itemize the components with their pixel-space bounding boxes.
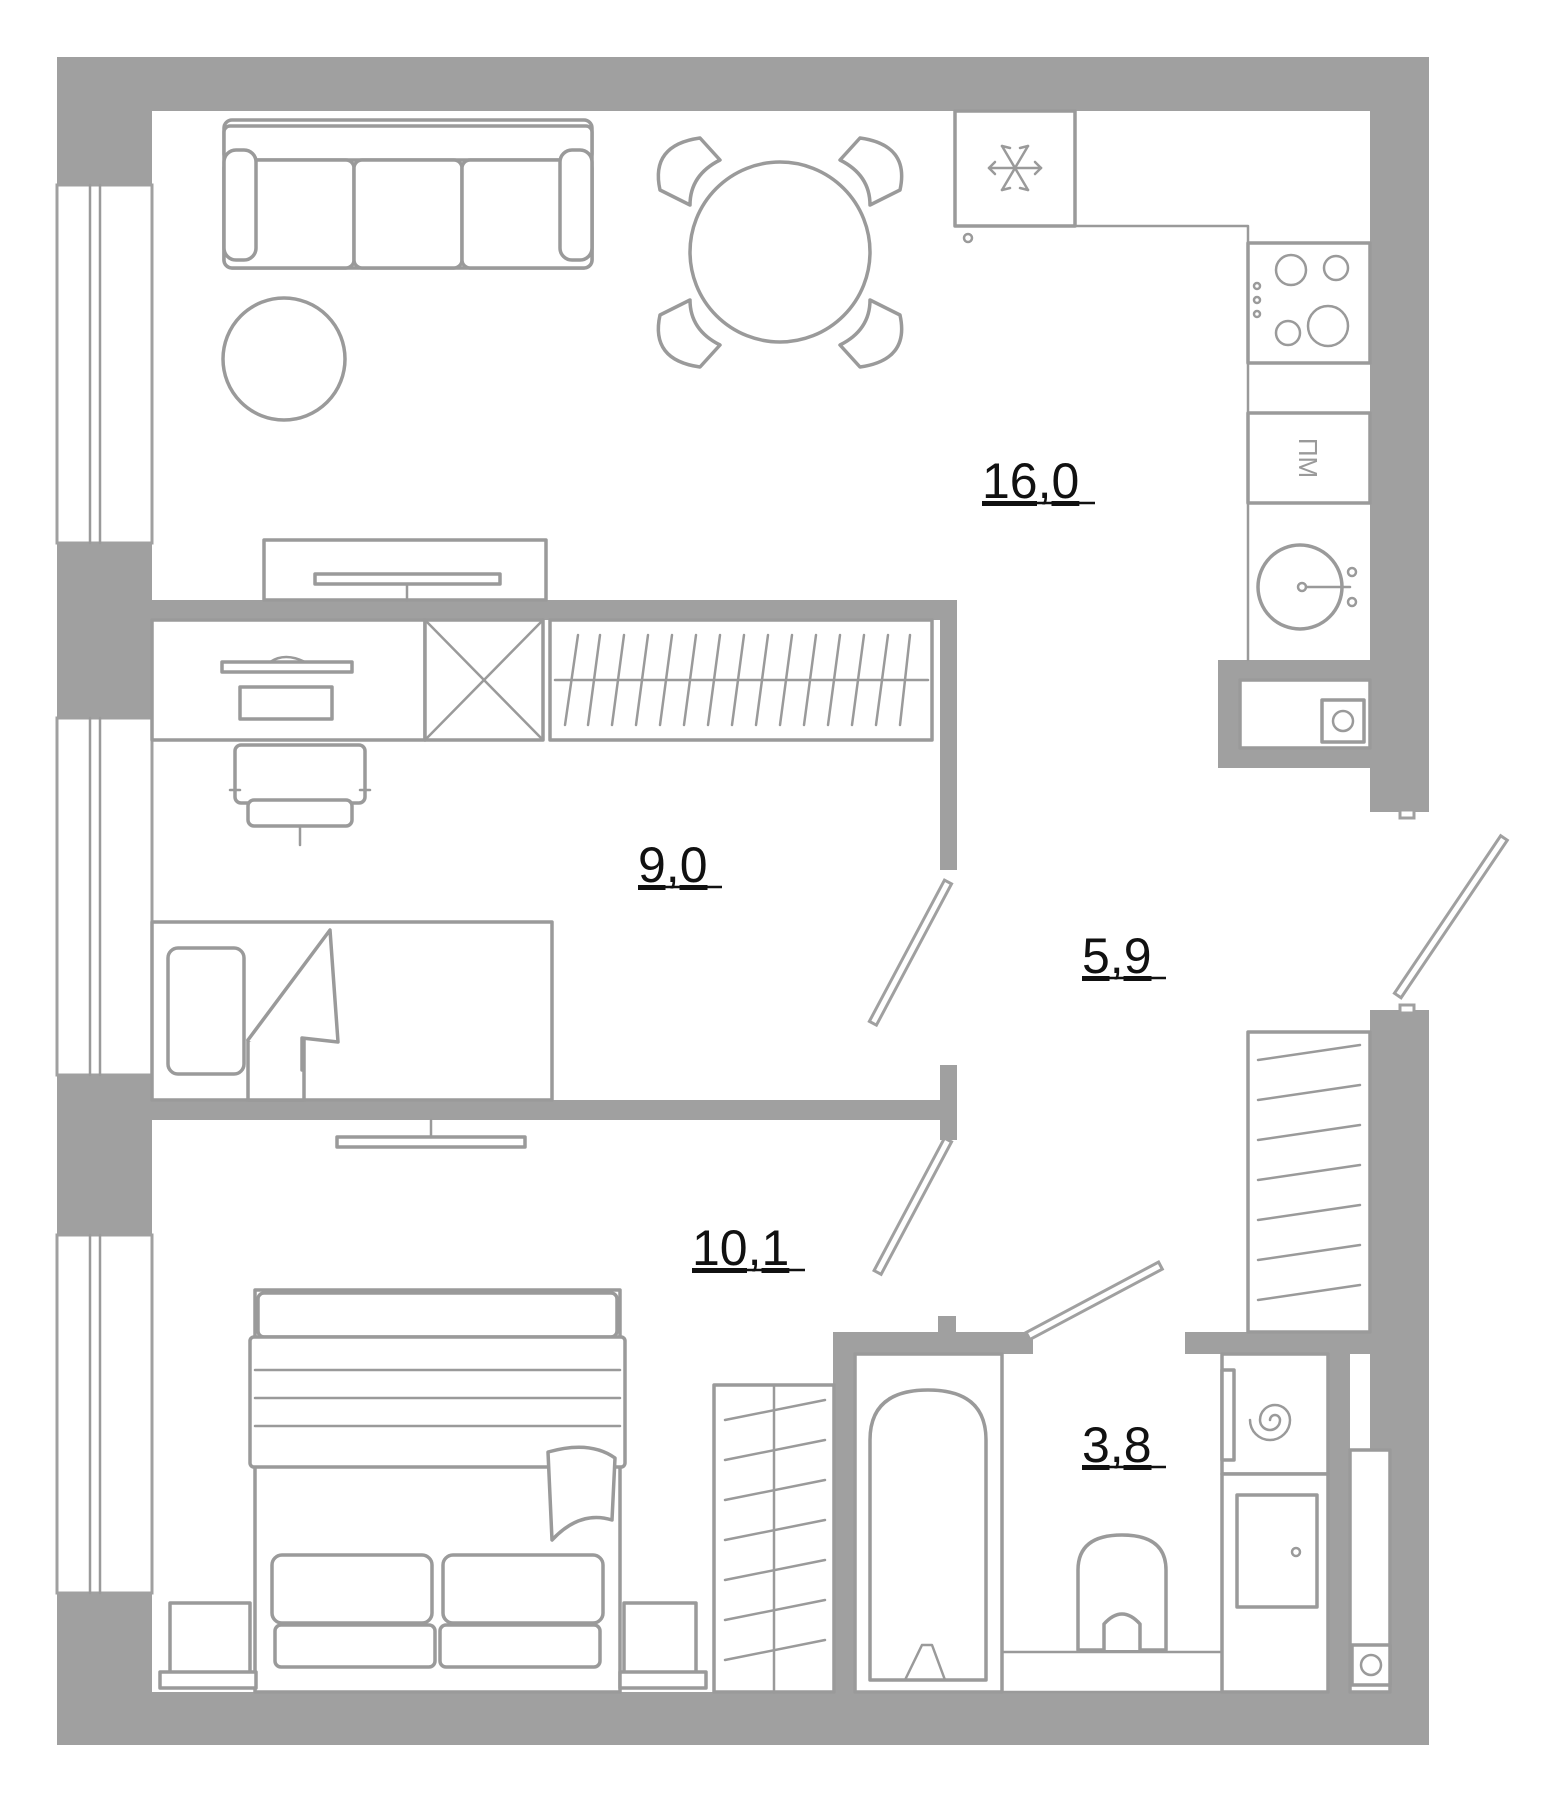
area-labels: 16,0 9,0 5,9 10,1 3,8 [638,453,1152,1473]
wall-left-pier-3 [57,1075,152,1235]
door-small-bedroom [867,878,954,1028]
nightstand-right [618,1601,708,1690]
wall-between-bedrooms [152,1100,957,1120]
desk-chair [228,743,372,847]
desk [150,618,427,742]
wardrobe-bedroom [712,1383,836,1694]
bathtub [853,1352,1004,1694]
wall-niche-bottom [1218,748,1370,768]
wall-bath-door-stub [938,1316,956,1332]
sink [1256,543,1358,631]
wall-niche-top [1218,660,1370,680]
wardrobe-hallway [1246,1030,1372,1334]
dishwasher-label: ПМ [1293,438,1323,478]
tv-stand [262,538,548,602]
wall-bath-top-left [833,1332,1033,1354]
dishwasher [1246,411,1372,505]
bath-vent [880,1705,1015,1719]
hallway-furniture [1246,1030,1372,1334]
storage-box [423,618,545,742]
interior-walls [152,600,1370,1692]
wall-bath-right-col [1328,1354,1350,1692]
wall-left-pier-2 [57,543,152,718]
area-label-bathroom: 3,8 [1082,1417,1152,1473]
area-label-living-kitchen: 16,0 [982,453,1079,509]
washing-machine-cabinet [1220,1472,1330,1694]
door-bathroom [1024,1260,1165,1342]
wall-bath-top-right [1185,1332,1370,1354]
dining-table [688,160,872,344]
window-1 [55,183,154,545]
door-large-bedroom [872,1136,954,1277]
wall-left-pier-4 [57,1593,152,1745]
snowflake-icon [987,144,1043,192]
fridge [953,109,1077,244]
double-bed [248,1288,627,1694]
large-bedroom-furniture [158,1118,836,1694]
area-label-bedroom-small: 9,0 [638,837,708,893]
wall-right-upper [1370,57,1429,812]
keyboard [238,685,334,721]
utility-column [1348,1448,1392,1694]
wall-bedroom-hall-upper [940,600,957,870]
door-entrance [1392,833,1510,1000]
wall-niche-left [1218,660,1240,768]
living-kitchen-furniture: ПМ [221,109,1372,750]
doors [867,808,1510,1719]
small-bedroom-furniture [150,618,934,1102]
wall-left-pier-1 [57,57,152,185]
window-2 [55,716,154,1077]
door-threshold [1398,1003,1416,1015]
door-threshold-2 [1398,808,1416,820]
single-bed [150,920,554,1102]
wall-bottom [57,1692,1429,1745]
coffee-table [221,296,347,422]
windows [55,183,154,1595]
outer-walls [57,57,1429,1745]
bathroom-fixtures [853,1352,1392,1694]
wall-top [57,57,1429,111]
monitor [220,660,354,674]
wardrobe-small [548,618,934,742]
area-label-bedroom-large: 10,1 [692,1220,789,1276]
area-label-underlines [638,501,1166,1469]
window-3 [55,1233,154,1595]
sofa [222,118,594,270]
kitchen-counter: ПМ [1073,224,1372,662]
washer-niche [1238,678,1372,750]
area-label-hallway: 5,9 [1082,928,1152,984]
tv-large [335,1118,527,1149]
dining-set [656,136,904,369]
wall-bath-left [833,1332,855,1692]
wall-living-bedroom [152,600,957,620]
cooktop [1246,241,1372,365]
nightstand-left [158,1601,258,1690]
water-heater [1220,1352,1330,1476]
toilet [1000,1533,1224,1694]
